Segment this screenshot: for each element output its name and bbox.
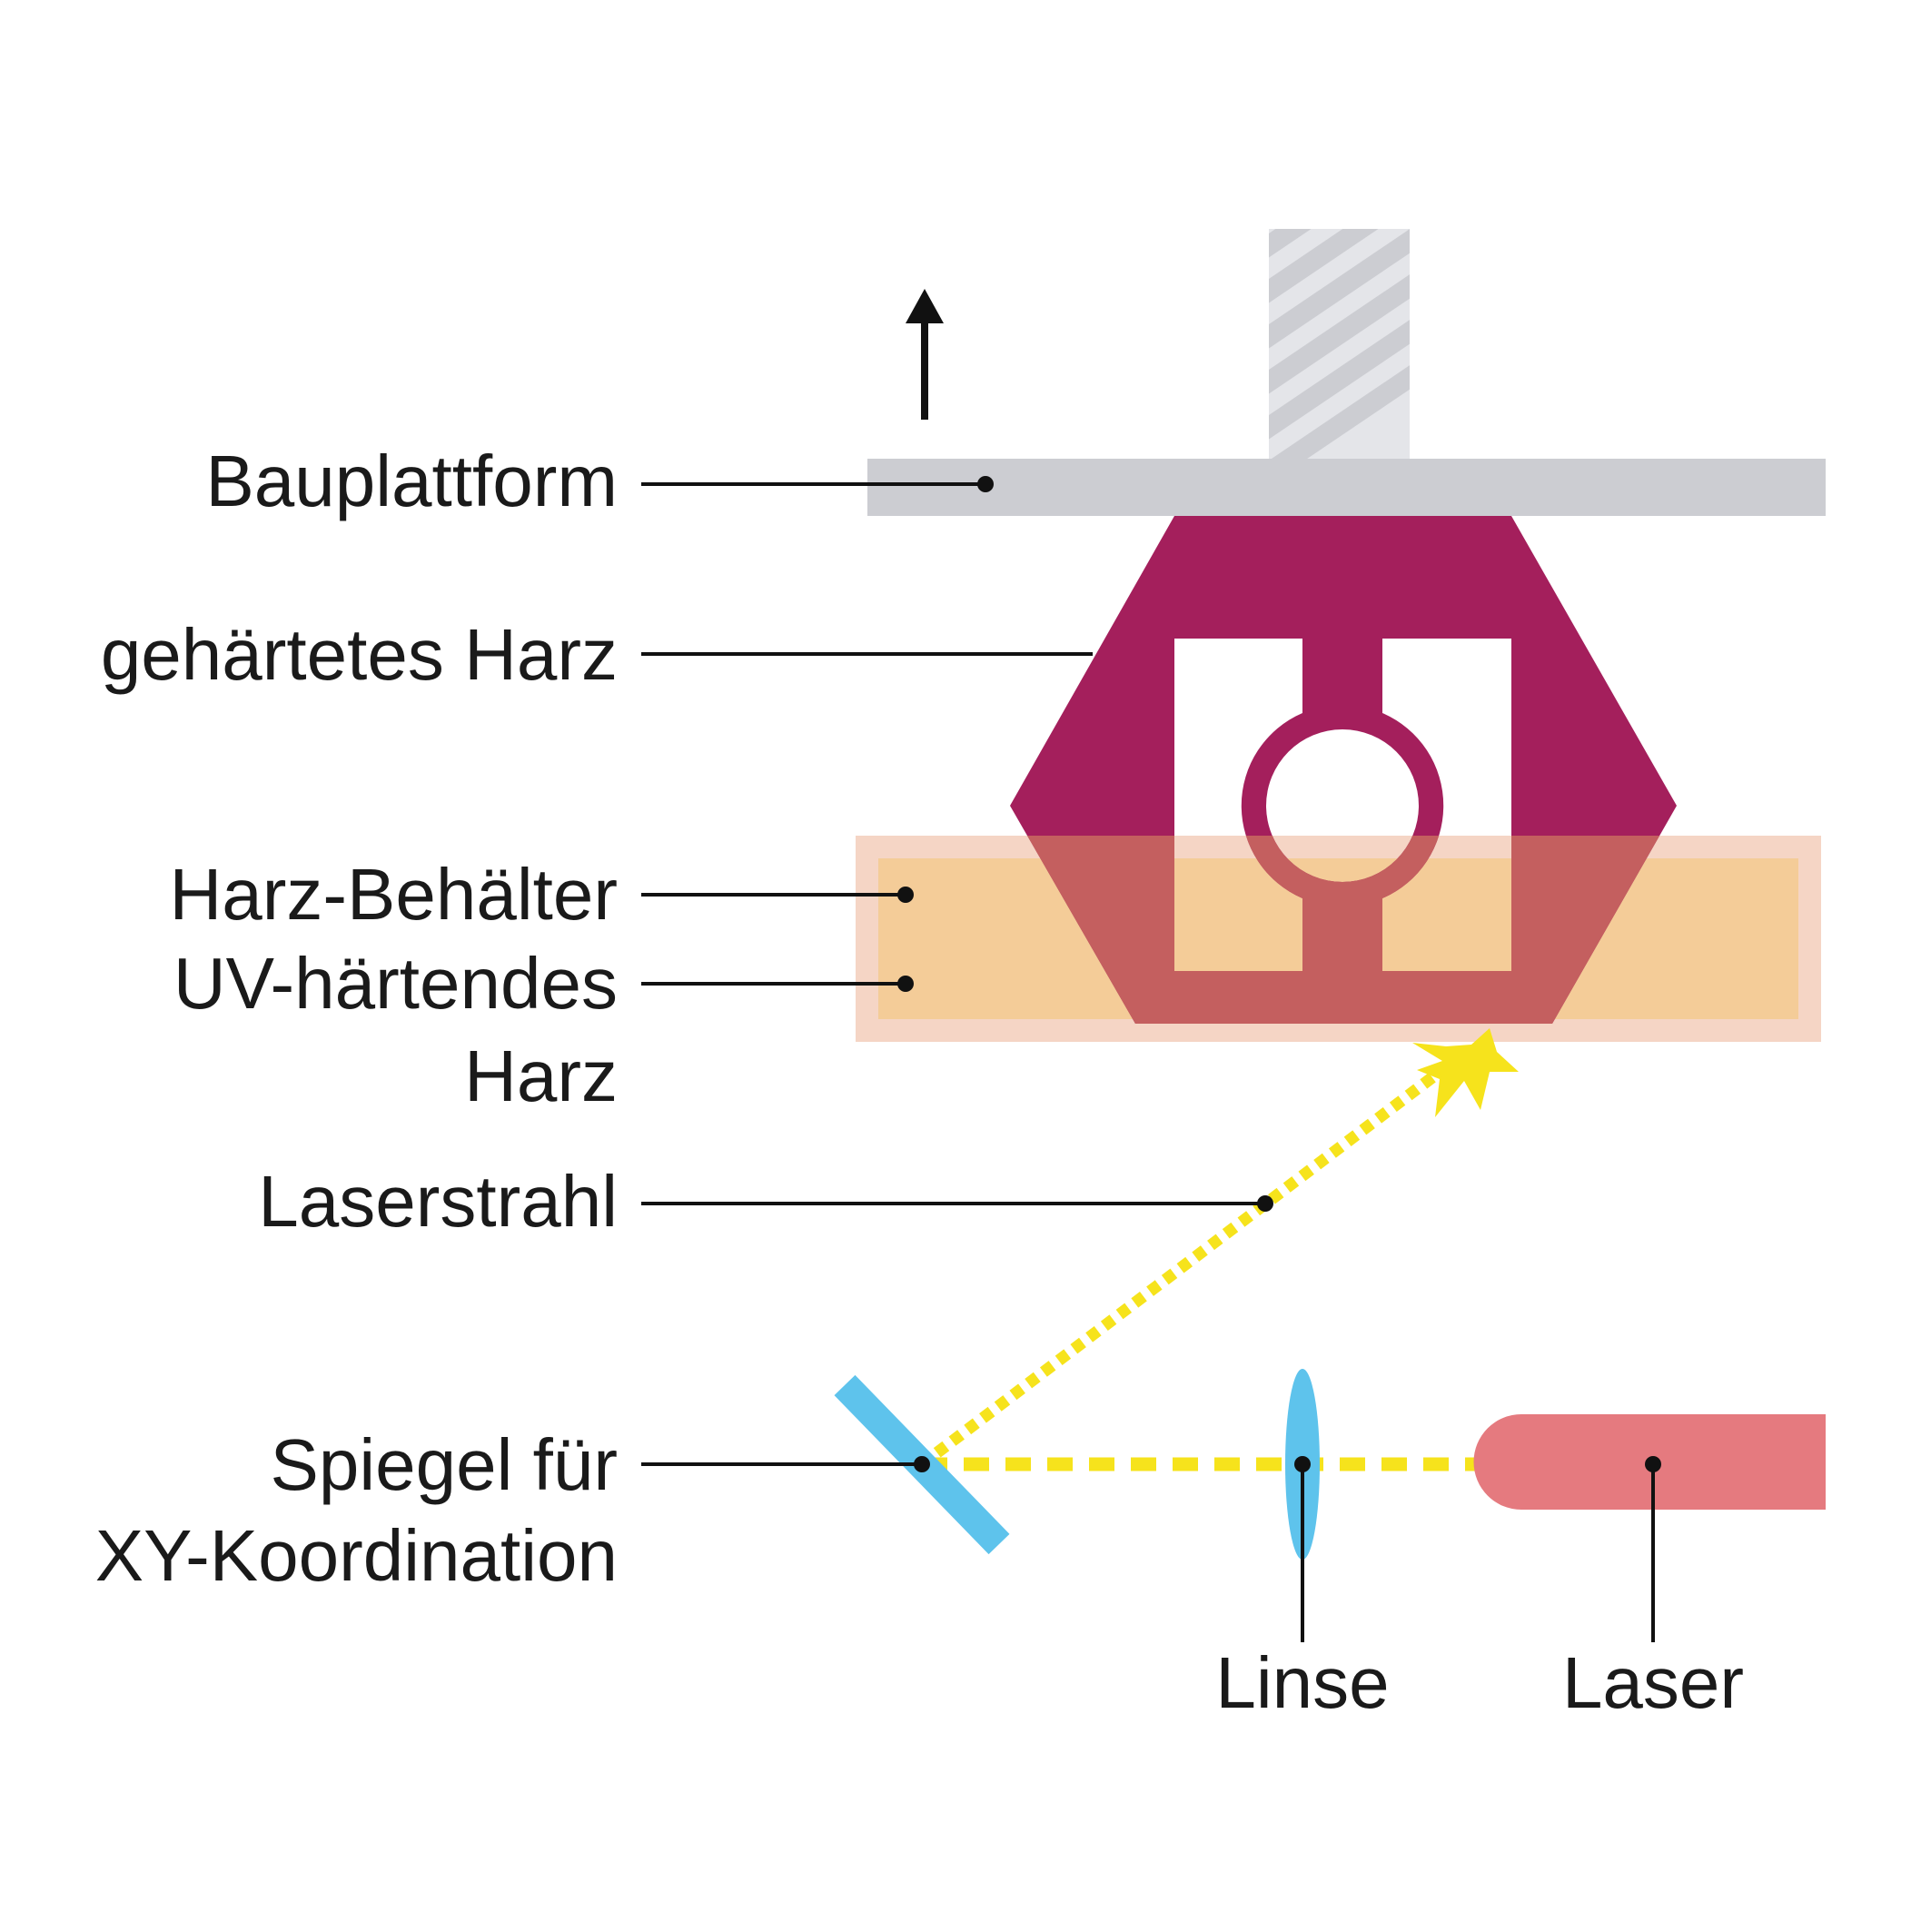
label-spiegel-line2: XY-Koordination	[95, 1515, 618, 1596]
submerged-part	[1026, 836, 1660, 1024]
dot-spiegel	[914, 1456, 930, 1472]
label-bauplattform: Bauplattform	[205, 441, 618, 521]
dot-laserstrahl	[1257, 1195, 1273, 1212]
label-laser: Laser	[1562, 1642, 1744, 1723]
rod-threads	[1269, 229, 1410, 459]
cured-resin-part	[1010, 516, 1677, 1024]
laser-spot-flash-icon	[1412, 1028, 1519, 1117]
label-uv-harz: Harz	[464, 1035, 618, 1116]
laser-beam-diagonal	[918, 1066, 1443, 1470]
label-gehaertetes-harz: gehärtetes Harz	[101, 614, 618, 695]
dot-harz-behaelter	[897, 887, 914, 903]
label-linse: Linse	[1215, 1642, 1389, 1723]
dot-linse	[1294, 1456, 1311, 1472]
dot-bauplattform	[977, 476, 994, 492]
up-arrow-icon	[906, 289, 944, 420]
threaded-rod-icon	[1269, 229, 1410, 459]
dot-uv-harz	[897, 976, 914, 992]
build-platform	[867, 459, 1826, 516]
leader-dots	[897, 476, 1661, 1472]
label-spiegel-line1: Spiegel für	[271, 1424, 618, 1505]
label-laserstrahl: Laserstrahl	[258, 1161, 618, 1242]
leader-lines	[641, 482, 1655, 1642]
dot-laser	[1645, 1456, 1661, 1472]
label-uv-haertendes: UV-härtendes	[173, 943, 618, 1024]
label-harz-behaelter: Harz-Behälter	[169, 854, 618, 935]
